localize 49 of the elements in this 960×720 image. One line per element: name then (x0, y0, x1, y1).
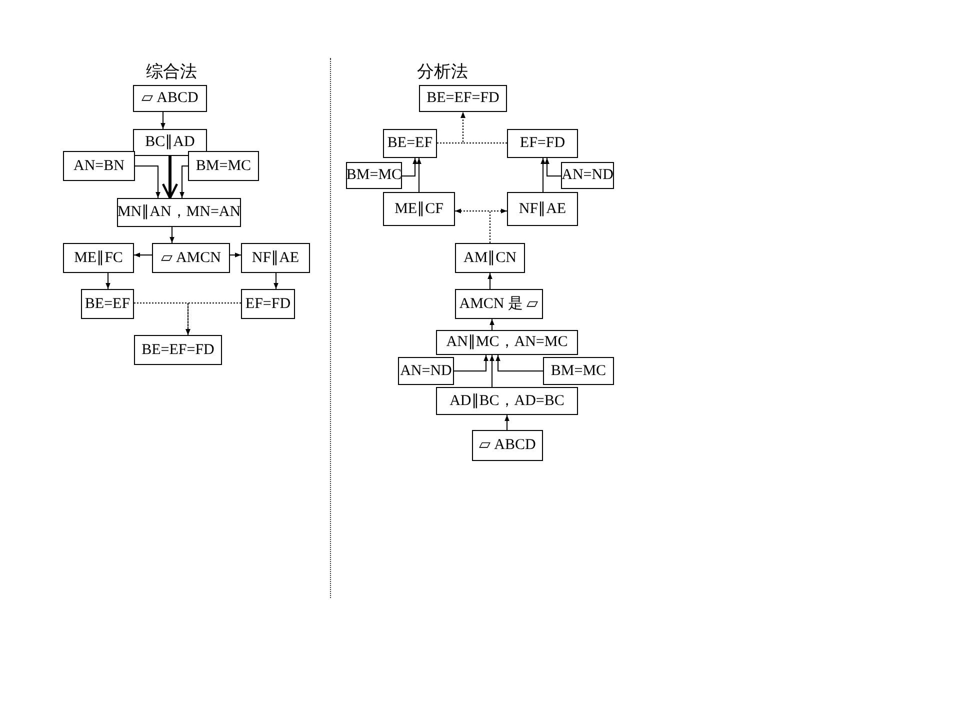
arrow (230, 252, 242, 258)
statement-box: EF=FD (507, 129, 578, 158)
statement-box: EF=FD (241, 289, 295, 319)
statement-box: AD∥BC，AD=BC (436, 387, 578, 415)
arrow (134, 166, 160, 198)
statement-box: NF∥AE (241, 243, 310, 273)
arrow (496, 354, 544, 372)
statement-box: ▱ ABCD (133, 85, 207, 112)
statement-box: AN=BN (63, 151, 135, 181)
statement-box: MN∥AN，MN=AN (117, 198, 241, 227)
statement-box: ME∥CF (383, 192, 455, 226)
statement-box: AMCN 是 ▱ (455, 289, 543, 319)
statement-box: BM=MC (346, 162, 402, 189)
arrow (540, 158, 546, 192)
arrow (274, 272, 278, 290)
statement-box: BE=EF=FD (134, 335, 222, 365)
arrow (186, 302, 242, 336)
statement-box: BM=MC (188, 151, 259, 181)
statement-box: AN=ND (398, 357, 454, 385)
statement-box: ME∥FC (63, 243, 134, 273)
arrow (490, 354, 494, 388)
arrow (180, 166, 188, 198)
arrow (490, 318, 494, 330)
arrow (504, 414, 510, 430)
statement-box: ▱ ABCD (472, 430, 543, 461)
statement-box: BM=MC (543, 357, 614, 385)
statement-box: ▱ AMCN (152, 243, 230, 273)
statement-box: AN=ND (561, 162, 614, 189)
statement-box: NF∥AE (507, 192, 578, 226)
arrow (544, 158, 562, 176)
heading: 分析法 (417, 61, 468, 83)
statement-box: BC∥AD (133, 129, 207, 156)
heading: 综合法 (146, 61, 197, 83)
arrow (402, 158, 418, 176)
statement-box: AM∥CN (455, 243, 525, 273)
arrow (490, 208, 508, 244)
arrow (134, 252, 152, 258)
arrow (162, 156, 178, 200)
statement-box: AN∥MC，AN=MC (436, 330, 578, 355)
arrow (460, 112, 508, 144)
arrow (106, 272, 110, 290)
arrow (170, 226, 174, 244)
statement-box: BE=EF=FD (419, 85, 507, 112)
arrow (416, 158, 422, 192)
arrow (488, 272, 492, 290)
arrow (160, 112, 166, 130)
statement-box: BE=EF (383, 129, 437, 158)
arrow (454, 354, 488, 372)
statement-box: BE=EF (81, 289, 134, 319)
